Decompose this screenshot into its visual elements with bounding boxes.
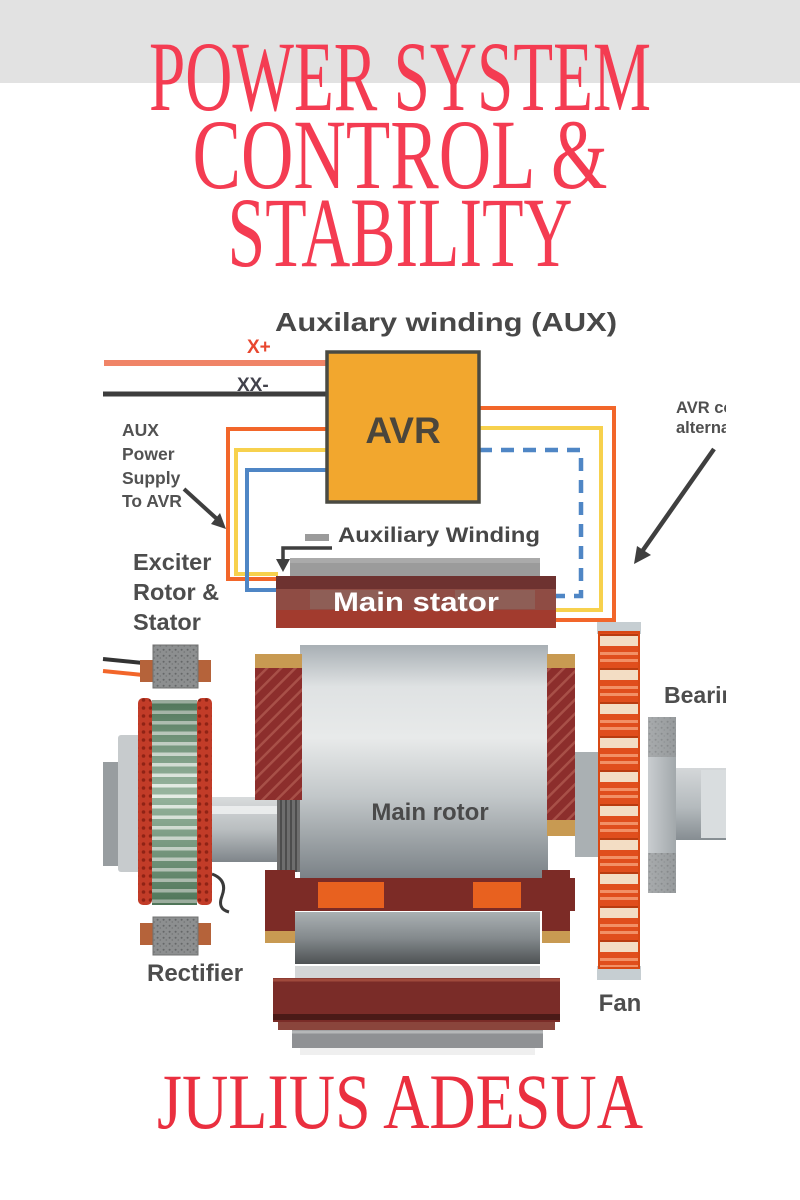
book-title: POWER SYSTEM CONTROL & STABILITY bbox=[149, 21, 651, 288]
rotor-band-left-end bbox=[265, 870, 295, 935]
exciter-wire-orange bbox=[102, 669, 144, 677]
rotor-band-right-end bbox=[542, 870, 570, 935]
auxiliary-winding-key bbox=[305, 534, 329, 541]
aux-power-arrow bbox=[182, 487, 219, 521]
avr-alt-arrow bbox=[639, 447, 716, 555]
diagram-heading: Auxilary winding (AUX) bbox=[275, 307, 617, 337]
author-name: JULIUS ADESUA bbox=[157, 1058, 643, 1145]
main-stator-patch-left bbox=[310, 590, 380, 609]
avr-alt-label: AVR co alternat bbox=[676, 399, 736, 437]
rotor-right-foot bbox=[547, 820, 575, 836]
exciter-line3: Stator bbox=[133, 609, 201, 635]
wire-blue-right bbox=[479, 447, 584, 599]
rotor-base-gray-bar bbox=[292, 1030, 543, 1048]
rotor-left-cap bbox=[255, 654, 302, 668]
fan-column bbox=[598, 631, 640, 969]
aux-power-line1: AUX bbox=[122, 420, 159, 440]
main-stator-top bbox=[276, 576, 556, 589]
title-line-3: STABILITY bbox=[228, 177, 573, 288]
bearing-top-texture bbox=[648, 717, 676, 757]
shaft-collar bbox=[277, 786, 303, 872]
aux-power-line3: Supply bbox=[122, 468, 181, 488]
rectifier-label: Rectifier bbox=[147, 960, 243, 987]
right-shaft-end bbox=[701, 770, 726, 838]
rotor-fan-shaft bbox=[575, 752, 600, 857]
wire-yellow-left bbox=[234, 448, 327, 576]
wire-blue-left bbox=[245, 468, 327, 592]
rotor-mid-band bbox=[265, 870, 575, 943]
fan-bottom-cap bbox=[597, 966, 641, 980]
main-stator-label: Main stator bbox=[333, 587, 500, 617]
rotor-lower-cylinder bbox=[295, 912, 540, 964]
exciter-label: Exciter Rotor & Stator bbox=[133, 549, 219, 635]
exciter-winding-right bbox=[197, 698, 212, 905]
left-shaft-outer bbox=[118, 735, 142, 872]
main-rotor-label: Main rotor bbox=[371, 799, 488, 826]
mid-shaft-highlight bbox=[205, 806, 305, 814]
rectifier-tab-left bbox=[140, 923, 153, 945]
rotor-right-cap bbox=[547, 654, 575, 668]
aux-power-arrowhead bbox=[211, 513, 226, 529]
rotor-right-flank bbox=[547, 654, 575, 836]
bearing-label: Bearing bbox=[664, 682, 750, 708]
rotor-right-winding bbox=[547, 668, 575, 820]
avr-alt-line1: AVR co bbox=[676, 399, 733, 417]
exciter-core-shade bbox=[152, 700, 197, 905]
rotor-left-winding bbox=[255, 668, 302, 800]
aux-power-line2: Power bbox=[122, 444, 175, 464]
rotor-band-left-foot bbox=[265, 931, 295, 943]
wire-yellow-right bbox=[479, 426, 603, 612]
aux-power-label: AUX Power Supply To AVR bbox=[122, 420, 182, 511]
avr-label: AVR bbox=[365, 410, 440, 451]
auxiliary-winding-label: Auxiliary Winding bbox=[338, 523, 540, 547]
auxiliary-winding-arrowhead bbox=[276, 559, 290, 572]
exciter-curl-wire bbox=[211, 872, 230, 914]
rotor-left-flank bbox=[255, 654, 302, 800]
exciter-top-tab-left bbox=[140, 660, 153, 682]
rotor-band-orange-left bbox=[318, 882, 384, 908]
avr-alt-line2: alternat bbox=[676, 419, 736, 437]
rotor-band-orange-right bbox=[473, 882, 521, 908]
avr-alt-arrowhead bbox=[634, 546, 651, 564]
exciter-top-box bbox=[152, 644, 199, 689]
rectifier-tab-right bbox=[198, 923, 211, 945]
fan-label: Fan bbox=[599, 990, 642, 1017]
rotor-base-darkline bbox=[273, 1014, 560, 1020]
title-line-2: CONTROL & bbox=[193, 99, 608, 210]
main-stator-patch-right bbox=[455, 590, 535, 609]
rotor-base-shadow bbox=[300, 1048, 535, 1055]
aux-winding-bar-shade bbox=[290, 558, 540, 563]
main-stator-mid bbox=[276, 589, 556, 610]
rotor-band bbox=[265, 878, 575, 911]
aux-power-line4: To AVR bbox=[122, 491, 182, 511]
x-plus-label: X+ bbox=[247, 337, 271, 358]
rotor-upper-cylinder bbox=[300, 645, 548, 878]
exciter-top-tab-right bbox=[198, 660, 211, 682]
rectifier-box bbox=[152, 916, 199, 956]
wire-orange-left bbox=[226, 427, 327, 581]
wire-orange-right bbox=[479, 406, 616, 622]
avr-box bbox=[325, 350, 481, 504]
bearing-bottom-texture bbox=[648, 853, 676, 893]
exciter-line2: Rotor & bbox=[133, 579, 219, 605]
main-stator: Main stator bbox=[276, 576, 556, 628]
xx-minus-label: XX- bbox=[237, 375, 269, 396]
main-stator-bottom bbox=[276, 610, 556, 628]
auxiliary-winding-pointer bbox=[281, 546, 332, 559]
title-line-1: POWER SYSTEM bbox=[149, 21, 651, 132]
top-gray-band bbox=[0, 0, 800, 83]
exciter-wire-black bbox=[102, 657, 144, 665]
rotor-band-right-foot bbox=[542, 931, 570, 943]
rotor-base bbox=[273, 978, 560, 1055]
left-shaft-inner bbox=[103, 762, 118, 866]
exciter-line1: Exciter bbox=[133, 549, 211, 575]
rotor-light-strip bbox=[295, 966, 540, 978]
rotor-base-brown-strip bbox=[278, 1022, 555, 1030]
exciter-assembly bbox=[138, 644, 212, 956]
exciter-winding-left bbox=[138, 698, 152, 905]
alternator-diagram: Auxilary winding (AUX) X+ XX- AVR AUX Po… bbox=[100, 295, 750, 1067]
